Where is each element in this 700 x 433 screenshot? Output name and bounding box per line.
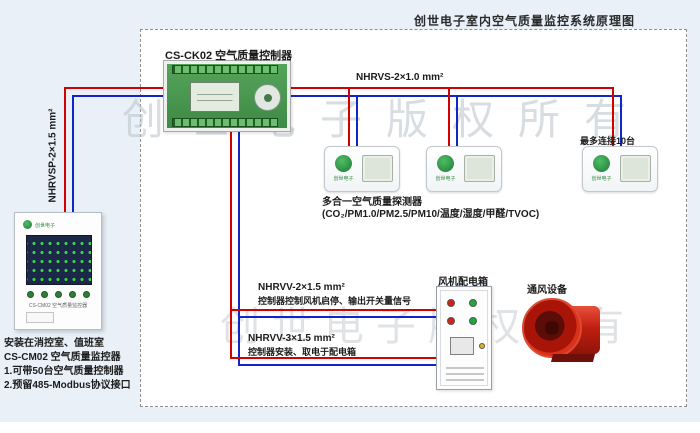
terminal-strip-icon bbox=[172, 118, 278, 127]
air-quality-sensor: 创世电子 bbox=[324, 146, 400, 192]
sensor-caption-line2: (CO₂/PM1.0/PM2.5/PM10/温度/湿度/甲醛/TVOC) bbox=[322, 209, 540, 220]
fan-box-label: 风机配电箱 bbox=[438, 277, 488, 288]
ventilation-fan bbox=[522, 298, 606, 364]
wire-segment bbox=[230, 357, 438, 359]
controller-label: CS-CK02 空气质量控制器 bbox=[165, 50, 293, 62]
wire-segment bbox=[72, 95, 165, 97]
power-cable-desc: 控制器安装、取电于配电箱 bbox=[248, 347, 357, 357]
wire-segment bbox=[348, 87, 350, 146]
wire-segment bbox=[238, 131, 240, 366]
wire-segment bbox=[356, 95, 358, 146]
vent-slit bbox=[446, 379, 484, 381]
wire-segment bbox=[448, 87, 450, 146]
brand-text: 创世电子 bbox=[35, 223, 56, 229]
wire-segment bbox=[230, 309, 438, 311]
fan-control-cable-desc: 控制器控制风机启停、输出开关量信号 bbox=[258, 296, 412, 306]
air-quality-sensor: 创世电子 bbox=[426, 146, 502, 192]
indicator-yellow-icon bbox=[479, 343, 485, 349]
wire-segment bbox=[64, 87, 66, 215]
wire-segment bbox=[289, 95, 622, 97]
wire-segment bbox=[72, 95, 74, 215]
wire-segment bbox=[612, 87, 614, 146]
vent-slit bbox=[446, 367, 484, 369]
diagram-title: 创世电子室内空气质量监控系统原理图 bbox=[414, 14, 636, 28]
wire-segment bbox=[620, 95, 622, 146]
monitor-panel: 创世电子 CS-CM02 空气质量监控器 bbox=[14, 212, 102, 330]
indicator-red-icon bbox=[447, 317, 455, 325]
brand-text: 创世电子 bbox=[435, 176, 456, 182]
indicator-green-icon bbox=[469, 299, 477, 307]
wire-segment bbox=[456, 95, 458, 146]
max-connections-note: 最多连接10台 bbox=[580, 136, 636, 146]
panel-button-icon bbox=[55, 291, 62, 298]
sensor-bus-cable-label: NHRVS-2×1.0 mm² bbox=[356, 72, 444, 83]
note-line: CS-CM02 空气质量监控器 bbox=[4, 352, 121, 363]
note-line: 1.可带50台空气质量控制器 bbox=[4, 366, 124, 377]
brand-logo-icon bbox=[335, 155, 352, 172]
indicator-green-icon bbox=[469, 317, 477, 325]
monitor-panel-label: CS-CM02 空气质量监控器 bbox=[28, 303, 88, 309]
wire-segment bbox=[64, 87, 165, 89]
brand-logo-icon bbox=[23, 220, 32, 229]
bottom-margin bbox=[0, 422, 700, 433]
keypad-icon bbox=[254, 84, 281, 111]
monitor-slot bbox=[26, 312, 54, 323]
brand-text: 创世电子 bbox=[591, 176, 612, 182]
indicator-red-icon bbox=[447, 299, 455, 307]
controller-lcd-screen bbox=[190, 82, 240, 112]
brand-logo-icon bbox=[593, 155, 610, 172]
panel-button-icon bbox=[41, 291, 48, 298]
air-quality-sensor: 创世电子 bbox=[582, 146, 658, 192]
fan-label: 通风设备 bbox=[527, 285, 567, 296]
panel-button-icon bbox=[27, 291, 34, 298]
fan-distribution-box bbox=[436, 286, 492, 390]
air-quality-controller bbox=[163, 60, 291, 132]
panel-button-icon bbox=[83, 291, 90, 298]
terminal-strip-icon bbox=[172, 65, 278, 74]
meter-icon bbox=[450, 337, 474, 355]
wire-segment bbox=[238, 316, 438, 318]
monitor-bus-cable-label: NHRVSP-2×1.5 mm² bbox=[47, 108, 59, 203]
sensor-caption-line1: 多合一空气质量探测器 bbox=[322, 197, 422, 208]
fan-box-door bbox=[440, 290, 488, 386]
power-cable-label: NHRVV-3×1.5 mm² bbox=[248, 333, 335, 344]
fan-base bbox=[551, 354, 595, 362]
keypad-center-button-icon bbox=[264, 94, 272, 102]
brand-logo-icon bbox=[437, 155, 454, 172]
sensor-lcd-screen bbox=[464, 155, 495, 182]
panel-button-icon bbox=[69, 291, 76, 298]
wire-segment bbox=[238, 364, 438, 366]
note-line: 2.预留485-Modbus协议接口 bbox=[4, 380, 131, 391]
wire-segment bbox=[230, 131, 232, 359]
vent-slit bbox=[446, 373, 484, 375]
sensor-lcd-screen bbox=[362, 155, 393, 182]
fan-hub-icon bbox=[545, 321, 559, 335]
sensor-lcd-screen bbox=[620, 155, 651, 182]
wire-segment bbox=[289, 87, 614, 89]
fan-control-cable-label: NHRVV-2×1.5 mm² bbox=[258, 282, 345, 293]
note-line: 安装在消控室、值班室 bbox=[4, 338, 104, 349]
brand-text: 创世电子 bbox=[333, 176, 354, 182]
monitor-led-display bbox=[26, 235, 92, 285]
